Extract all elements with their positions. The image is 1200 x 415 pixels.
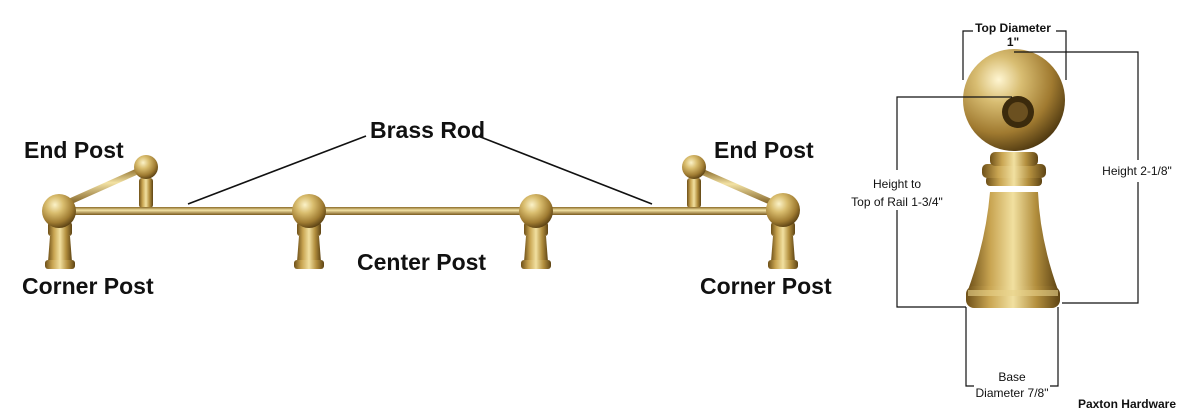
end-post-left-label: End Post (24, 137, 124, 163)
top-diameter-bracket-right (1056, 30, 1067, 80)
end-post-left-shape (134, 155, 158, 208)
brass-rod-leader-right (477, 135, 653, 205)
base-diameter-bracket-left (965, 307, 974, 387)
corner-post-left-label: Corner Post (22, 273, 154, 299)
left-angled-rod (59, 165, 148, 208)
brass-rod-leader-left (187, 135, 367, 205)
post-closeup (963, 49, 1065, 308)
corner-post-right-shape (766, 193, 800, 269)
top-diameter-value: 1" (1007, 35, 1019, 49)
top-diameter-bracket-left (962, 30, 973, 80)
rail-height-label-line1: Height to (873, 177, 921, 191)
base-diameter-bracket-right (1050, 307, 1059, 387)
total-height-label: Height 2-1/8" (1102, 164, 1172, 178)
corner-post-left-shape (42, 194, 76, 269)
right-angled-rod (695, 167, 781, 208)
top-diameter-label: Top Diameter (975, 21, 1051, 35)
brass-rod-label: Brass Rod (370, 117, 485, 143)
center-post-1-shape (292, 194, 326, 269)
brand-label: Paxton Hardware (1078, 397, 1176, 411)
center-post-label: Center Post (357, 249, 486, 275)
rail-height-label-line2: Top of Rail 1-3/4" (851, 195, 943, 209)
base-label-line1: Base (998, 370, 1026, 384)
base-label-line2: Diameter 7/8" (976, 386, 1049, 400)
end-post-right-label: End Post (714, 137, 814, 163)
main-brass-rod (60, 207, 782, 215)
post-dimension-diagram: Top Diameter 1" Height to Top of Rail 1-… (848, 21, 1188, 411)
center-post-2-shape (519, 194, 553, 269)
corner-post-right-label: Corner Post (700, 273, 832, 299)
rail-assembly: End Post End Post Brass Rod Center Post … (22, 117, 832, 299)
end-post-right-shape (682, 155, 706, 208)
